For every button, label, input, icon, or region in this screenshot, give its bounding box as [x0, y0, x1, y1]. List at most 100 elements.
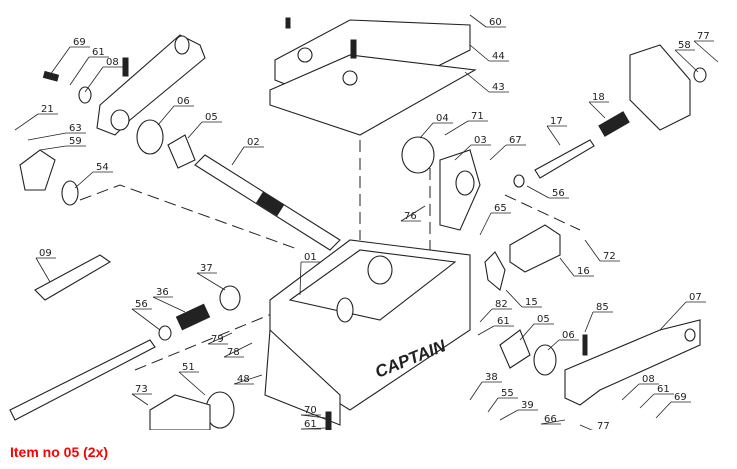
callout-leader-line [300, 414, 327, 419]
callout-label-82: 82 [495, 299, 508, 310]
callout-leader-line [559, 257, 575, 277]
callout-leader-line [546, 125, 561, 146]
callout-label-66: 66 [544, 414, 557, 425]
callout-label-61: 61 [657, 384, 670, 395]
callout-leader-line [469, 381, 483, 401]
callout-leader-line [454, 144, 472, 161]
pump-body [149, 394, 211, 430]
callout-label-59: 59 [69, 136, 82, 147]
callout-label-05: 05 [537, 314, 550, 325]
washer-08 [78, 86, 92, 104]
callout-leader-line [693, 40, 719, 63]
callout-leader-line [39, 145, 67, 151]
callout-label-54: 54 [96, 162, 109, 173]
callout-leader-line [400, 205, 426, 222]
callout-leader-line [14, 113, 39, 131]
callout-label-69: 69 [674, 392, 687, 403]
item-caption: Item no 05 (2x) [10, 444, 109, 460]
callout-label-79: 79 [211, 334, 224, 345]
callout-label-03: 03 [474, 135, 487, 146]
callout-leader-line [131, 308, 161, 331]
callout-label-60: 60 [489, 17, 502, 28]
washer-56 [513, 174, 525, 188]
callout-leader-line [639, 393, 655, 409]
callout-leader-line [27, 132, 67, 141]
spline [255, 191, 285, 217]
cam-04 [401, 136, 435, 174]
callout-label-37: 37 [200, 263, 213, 274]
callout-leader-line [489, 144, 507, 161]
callout-label-36: 36 [156, 287, 169, 298]
callout-leader-line [469, 44, 490, 62]
valve-36 [175, 303, 211, 331]
pipe [9, 339, 156, 421]
seal-06-right [533, 344, 557, 376]
callout-leader-line [659, 301, 687, 331]
callout-label-18: 18 [592, 92, 605, 103]
callout-leader-line [540, 419, 566, 425]
callout-leader-line [526, 185, 550, 199]
bracket [629, 44, 691, 131]
callout-leader-line [444, 120, 469, 136]
top-cover-plate [269, 17, 477, 136]
callout-label-78: 78 [227, 347, 240, 358]
callout-leader-line [233, 374, 263, 385]
callout-leader-line [479, 212, 492, 236]
callout-label-07: 07 [689, 292, 702, 303]
main-housing-01: CAPTAIN [264, 239, 471, 426]
assembly-axis-line [79, 184, 301, 251]
lift-arm-right [564, 319, 701, 406]
callout-label-63: 63 [69, 123, 82, 134]
callout-leader-line [74, 171, 94, 189]
callout-label-55: 55 [501, 388, 514, 399]
lift-arm-left [96, 34, 206, 136]
callout-leader-line [499, 409, 519, 421]
callout-label-77: 77 [597, 421, 610, 430]
callout-leader-line [187, 121, 203, 139]
callout-label-85: 85 [596, 302, 609, 313]
callout-leader-line [621, 383, 640, 401]
callout-leader-line [547, 339, 560, 351]
bush-05 [167, 134, 196, 169]
callout-label-56: 56 [135, 299, 148, 310]
callout-leader-line [655, 401, 672, 419]
callout-leader-line [84, 66, 104, 93]
callout-label-43: 43 [492, 82, 505, 93]
callout-leader-line [223, 342, 253, 358]
callout-label-65: 65 [494, 203, 507, 214]
callout-label-17: 17 [550, 116, 563, 127]
callout-label-48: 48 [237, 374, 250, 385]
callout-leader-line [464, 71, 490, 93]
callout-leader-line [157, 105, 175, 126]
cap-37 [219, 285, 241, 311]
callout-label-61: 61 [497, 316, 510, 327]
callout-label-67: 67 [509, 135, 522, 146]
assembly-axis-line [504, 194, 581, 231]
callout-leader-line [231, 146, 245, 166]
gasket-15 [484, 251, 506, 291]
seal-56 [158, 325, 172, 341]
callout-label-72: 72 [603, 251, 616, 262]
callout-label-38: 38 [485, 372, 498, 383]
callout-leader-line [299, 261, 302, 296]
callout-leader-line [35, 257, 51, 283]
callout-leader-line [584, 311, 594, 333]
bolt-85 [582, 334, 588, 356]
circlip-54 [61, 180, 79, 206]
callout-label-77: 77 [697, 31, 710, 42]
callout-label-51: 51 [182, 362, 195, 373]
callout-leader-line [479, 308, 493, 323]
callout-label-58: 58 [678, 40, 691, 51]
seal-06 [136, 119, 164, 155]
callout-leader-line [178, 371, 206, 396]
callout-label-71: 71 [471, 111, 484, 122]
callout-label-16: 16 [577, 266, 590, 277]
callout-label-05: 05 [205, 112, 218, 123]
callout-label-08: 08 [642, 374, 655, 385]
callout-label-76: 76 [404, 211, 417, 222]
spring-18 [598, 111, 630, 137]
callout-label-39: 39 [521, 400, 534, 411]
housing-16 [509, 224, 561, 273]
callout-leader-line [505, 289, 523, 308]
callout-label-02: 02 [247, 137, 260, 148]
